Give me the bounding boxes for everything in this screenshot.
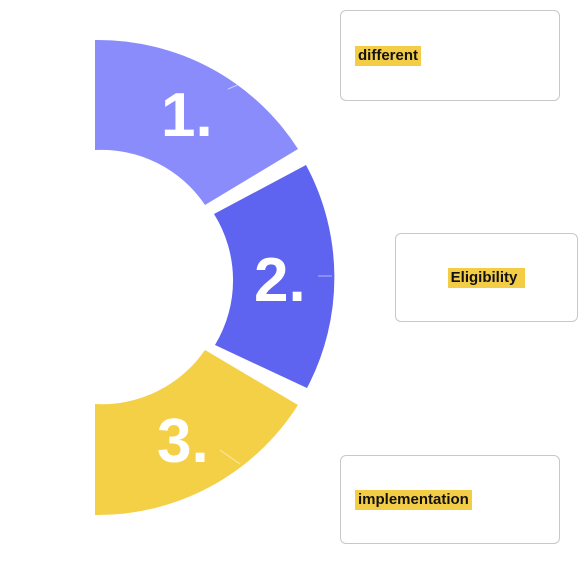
segment-2-number: 2. bbox=[254, 246, 306, 315]
callout-card-3: implementation bbox=[340, 455, 560, 544]
segment-3-tick bbox=[219, 449, 241, 465]
segment-1-tick bbox=[227, 83, 241, 90]
segment-2 bbox=[214, 165, 335, 388]
callout-card-2-text: Eligibility bbox=[447, 267, 526, 288]
callout-card-3-text: implementation bbox=[355, 489, 472, 510]
callout-card-1: different bbox=[340, 10, 560, 101]
segment-3-number: 3. bbox=[157, 407, 209, 476]
callout-card-1-text: different bbox=[355, 45, 421, 66]
segment-3 bbox=[95, 350, 298, 516]
segment-1 bbox=[95, 39, 298, 205]
callout-card-2: Eligibility bbox=[395, 233, 578, 322]
segment-1-number: 1. bbox=[161, 81, 213, 150]
